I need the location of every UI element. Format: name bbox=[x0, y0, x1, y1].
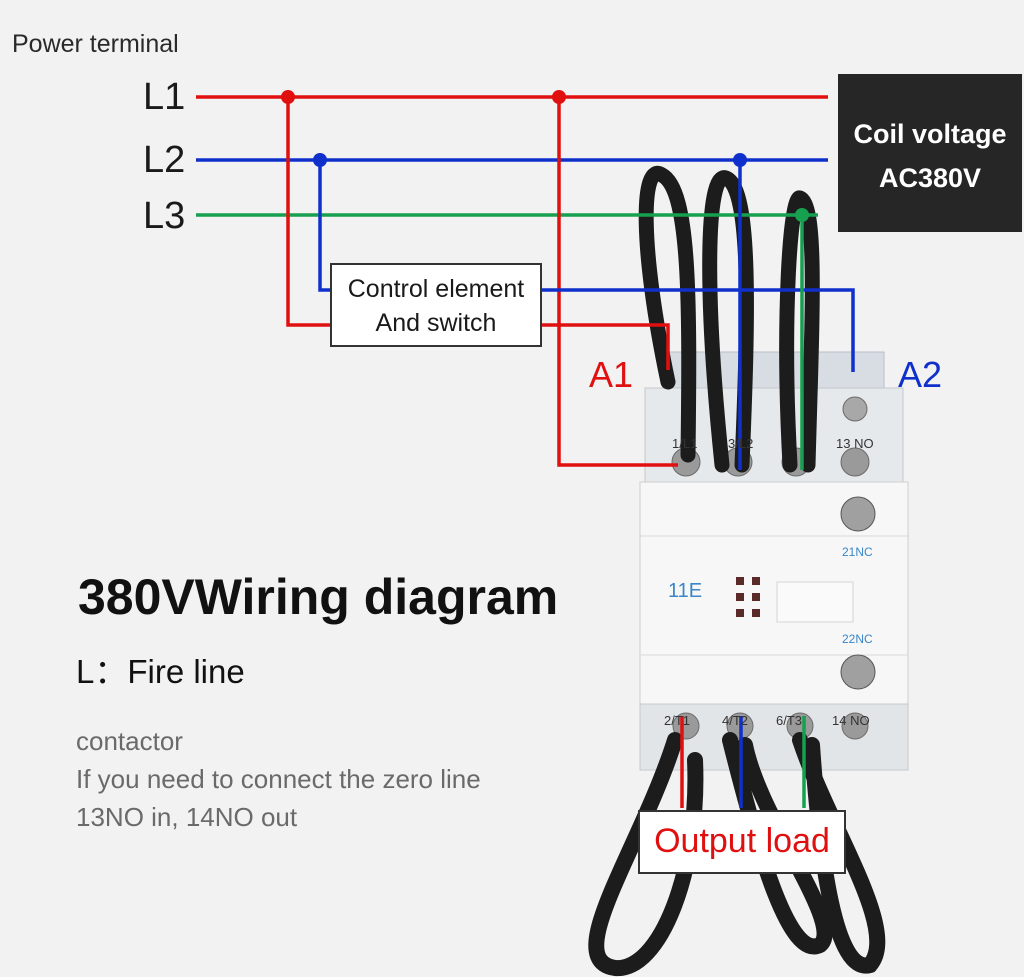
line-label-l3: L3 bbox=[143, 195, 186, 237]
diagram-title: 380VWiring diagram bbox=[78, 569, 559, 625]
mark-21nc: 21NC bbox=[842, 545, 873, 559]
coil-voltage-title: Coil voltage bbox=[853, 119, 1007, 149]
note-line-3: 13NO in, 14NO out bbox=[76, 802, 298, 832]
mark-top-right: 13 NO bbox=[836, 436, 874, 451]
coil-voltage-value: AC380V bbox=[878, 163, 982, 193]
control-element-line2: And switch bbox=[375, 309, 497, 337]
power-terminal-title: Power terminal bbox=[12, 30, 179, 58]
mark-bot-mid: 4/T2 bbox=[722, 713, 749, 728]
mark-top-left: 1/L1 bbox=[672, 436, 698, 451]
model-mark: 11E bbox=[668, 580, 703, 602]
contactor-body bbox=[639, 351, 909, 771]
note-line-1: contactor bbox=[76, 726, 183, 756]
terminal-a2-label: A2 bbox=[898, 354, 943, 395]
power-lines bbox=[196, 95, 855, 808]
fire-line-legend: L：Fire line bbox=[76, 653, 245, 690]
control-element-line1: Control element bbox=[347, 275, 525, 303]
note-line-2: If you need to connect the zero line bbox=[76, 764, 481, 794]
output-load-box: Output load bbox=[638, 810, 846, 874]
mark-22nc: 22NC bbox=[842, 632, 873, 646]
mark-top-mid: 3/L2 bbox=[728, 436, 754, 451]
junction-dots bbox=[281, 90, 809, 222]
mark-bot-right-a: 6/T3 bbox=[776, 713, 803, 728]
control-element-box: Control element And switch bbox=[330, 263, 542, 347]
coil-voltage-box: Coil voltage AC380V bbox=[838, 74, 1022, 232]
mark-bot-left: 2/T1 bbox=[664, 713, 691, 728]
output-load-label: Output load bbox=[654, 822, 830, 860]
terminal-a1-label: A1 bbox=[589, 354, 634, 395]
mark-bot-right-b: 14 NO bbox=[832, 713, 870, 728]
line-label-l1: L1 bbox=[143, 76, 186, 118]
line-label-l2: L2 bbox=[143, 139, 186, 181]
